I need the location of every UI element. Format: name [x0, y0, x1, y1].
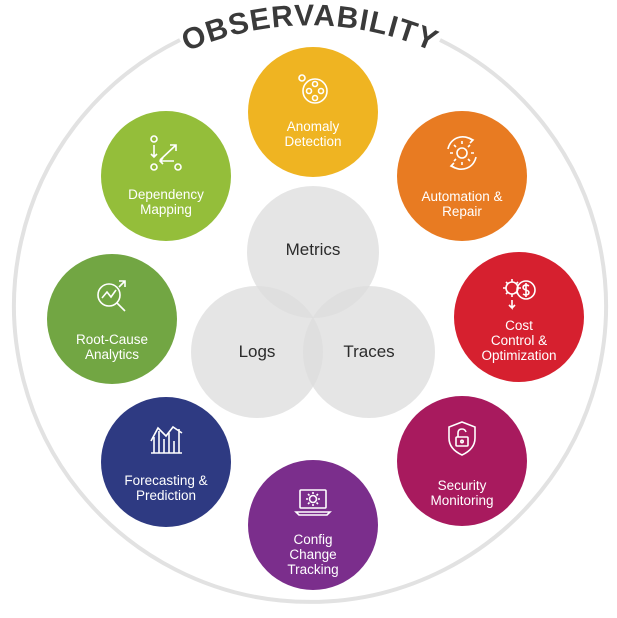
node-anomaly-detection[interactable]: Anomaly Detection	[248, 47, 378, 177]
node-label: Cost Control & Optimization	[481, 318, 557, 363]
node-config-change[interactable]: Config Change Tracking	[248, 460, 378, 590]
venn-label-metrics: Metrics	[285, 240, 341, 259]
outer-ring	[12, 38, 608, 604]
venn-traces-circle	[303, 286, 435, 418]
node-automation-repair[interactable]: Automation & Repair	[397, 111, 527, 241]
laptop-gear-icon	[294, 489, 332, 516]
venn-label-logs: Logs	[238, 342, 276, 361]
venn-metrics-circle	[247, 186, 379, 318]
node-security-monitoring[interactable]: Security Monitoring	[397, 396, 527, 526]
node-label: Root-Cause Analytics	[75, 332, 149, 362]
node-root-cause[interactable]: Root-Cause Analytics	[47, 254, 177, 384]
gear-dollar-icon	[503, 279, 536, 310]
dots-circle-icon	[298, 74, 328, 104]
node-label: Forecasting & Prediction	[124, 473, 208, 503]
gear-cycle-icon	[447, 136, 477, 170]
magnify-chart-icon	[97, 280, 126, 312]
node-dependency-mapping[interactable]: Dependency Mapping	[101, 111, 231, 241]
node-forecasting[interactable]: Forecasting & Prediction	[101, 397, 231, 527]
bar-chart-icon	[150, 425, 183, 454]
node-label: Anomaly Detection	[284, 119, 342, 149]
venn-logs-circle	[191, 286, 323, 418]
venn-label-traces: Traces	[343, 342, 395, 361]
node-label: Dependency Mapping	[128, 187, 204, 217]
node-label: Security Monitoring	[430, 478, 494, 508]
flow-arrows-icon	[150, 135, 182, 171]
node-cost-control[interactable]: Cost Control & Optimization	[454, 252, 584, 382]
shield-lock-icon	[448, 421, 476, 456]
node-label: Config Change Tracking	[287, 532, 339, 577]
node-label: Automation & Repair	[421, 189, 503, 219]
